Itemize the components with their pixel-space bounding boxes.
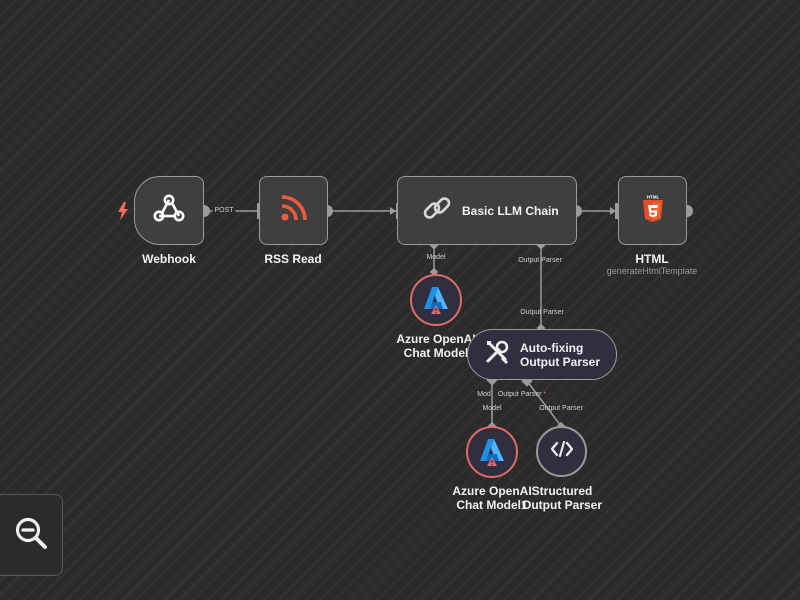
webhook-node[interactable]: [134, 176, 204, 245]
link-icon: [422, 193, 452, 228]
azure-openai-chat-model-label: Azure OpenAI Chat Model: [396, 332, 475, 360]
structured-label-line2: Output Parser: [521, 498, 603, 512]
zoom-out-icon: [14, 516, 48, 555]
webhook-icon: [153, 193, 185, 228]
port-label-output-parser-in: Output Parser: [520, 309, 564, 316]
tools-icon: [484, 339, 510, 370]
code-icon: [550, 440, 573, 462]
html5-badge-text: HTML: [646, 195, 659, 200]
rss-icon: [280, 194, 308, 227]
html5-icon: HTML: [642, 194, 664, 227]
trigger-bolt-icon: [117, 202, 129, 225]
autofix-title-line2: Output Parser: [520, 354, 601, 369]
port-label-structured: Output Parser: [539, 405, 583, 412]
azure-openai-chat-model-node[interactable]: [410, 274, 462, 326]
connection-structured-autofix-parser[interactable]: [526, 380, 562, 427]
port-label-model-sub: Model: [482, 405, 502, 412]
azure-icon: [480, 438, 504, 466]
arrowhead: [390, 207, 396, 215]
azure2-label-line2: Chat Model1: [456, 498, 528, 512]
port-label-output-parser: Output Parser: [518, 257, 562, 264]
basic-llm-chain-node[interactable]: Basic LLM Chain: [397, 176, 577, 245]
html-node-subtitle: generateHtmlTemplate: [606, 266, 698, 276]
autofix-parser-port-label: Output Parser: [497, 391, 542, 398]
azure-openai-chat-model1-node[interactable]: [466, 426, 518, 478]
auto-fixing-output-parser-node[interactable]: Auto-fixing Output Parser: [467, 329, 617, 380]
auto-fixing-output-parser-title: Auto-fixing Output Parser: [520, 341, 600, 369]
azure-label-line1: Azure OpenAI: [396, 332, 476, 346]
azure-openai-chat-model1-label: Azure OpenAI Chat Model1: [452, 484, 531, 512]
rss-read-node[interactable]: [259, 176, 328, 245]
zoom-out-button[interactable]: [0, 494, 63, 576]
html-node[interactable]: HTML: [618, 176, 687, 245]
warning-icon: [431, 301, 441, 319]
structured-label-line1: Structured: [531, 484, 593, 498]
required-mark: *: [543, 391, 547, 398]
azure-label-line2: Chat Model: [403, 346, 469, 360]
warning-icon: [487, 453, 497, 471]
basic-llm-chain-title: Basic LLM Chain: [462, 203, 559, 218]
arrowhead: [610, 207, 616, 215]
autofix-title-line1: Auto-fixing: [520, 340, 584, 355]
port-label-output-parser-sub: Output Parser *: [498, 391, 546, 398]
structured-output-parser-label: Structured Output Parser: [522, 484, 602, 512]
webhook-node-label: Webhook: [142, 252, 196, 266]
html-node-label: HTML: [635, 252, 669, 266]
azure-icon: [424, 286, 448, 314]
structured-output-parser-node[interactable]: [536, 426, 587, 477]
port-label-mod: Mod: [477, 391, 491, 398]
port-label-model: Model: [426, 254, 446, 261]
azure2-label-line1: Azure OpenAI: [452, 484, 532, 498]
rss-read-node-label: RSS Read: [264, 252, 322, 266]
edge-label-post: POST: [212, 207, 236, 214]
